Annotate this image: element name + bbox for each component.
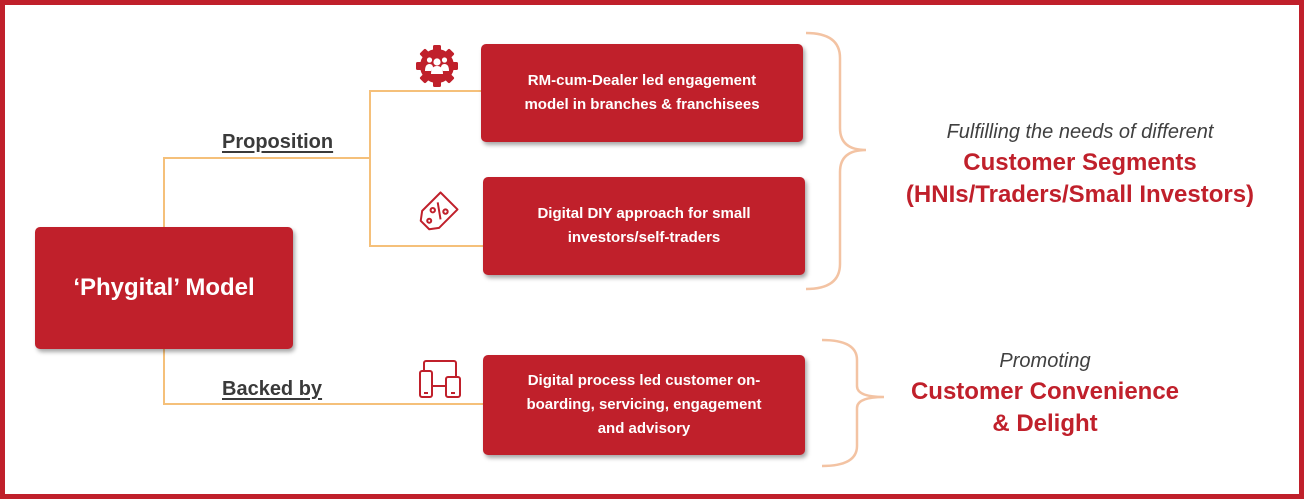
customer-convenience-outcome: Promoting Customer Convenience & Delight — [880, 346, 1210, 440]
convenience-intro: Promoting — [999, 350, 1091, 372]
phygital-model-box: ‘Phygital’ Model — [35, 227, 293, 349]
segments-subheading: (HNIs/Traders/Small Investors) — [905, 181, 1255, 208]
rm-dealer-box: RM-cum-Dealer led engagement model in br… — [481, 44, 803, 142]
brace-convenience — [821, 338, 885, 468]
rm-dealer-text: RM-cum-Dealer led engagement model in br… — [524, 72, 760, 113]
proposition-label: Proposition — [222, 131, 334, 153]
phygital-model-label: ‘Phygital’ Model — [73, 274, 255, 301]
digital-process-box: Digital process led customer on- boardin… — [483, 355, 805, 455]
connector-backed-by — [163, 349, 483, 405]
devices-icon — [419, 360, 461, 398]
connector-proposition-fork — [369, 90, 483, 247]
segments-heading: Customer Segments — [963, 149, 1197, 176]
brace-segments — [805, 31, 867, 291]
customer-segments-outcome: Fulfilling the needs of different Custom… — [880, 117, 1280, 211]
people-gear-icon — [416, 45, 458, 87]
digital-diy-box: Digital DIY approach for small investors… — [483, 177, 805, 275]
digital-diy-text: Digital DIY approach for small investors… — [537, 205, 751, 246]
backed-by-label: Backed by — [222, 378, 323, 400]
discount-tag-icon — [419, 191, 459, 231]
connector-proposition — [163, 157, 370, 227]
convenience-heading: Customer Convenience — [910, 378, 1180, 405]
segments-intro: Fulfilling the needs of different — [946, 121, 1214, 143]
digital-process-text: Digital process led customer on- boardin… — [526, 372, 762, 437]
convenience-subheading: & Delight — [992, 410, 1098, 437]
